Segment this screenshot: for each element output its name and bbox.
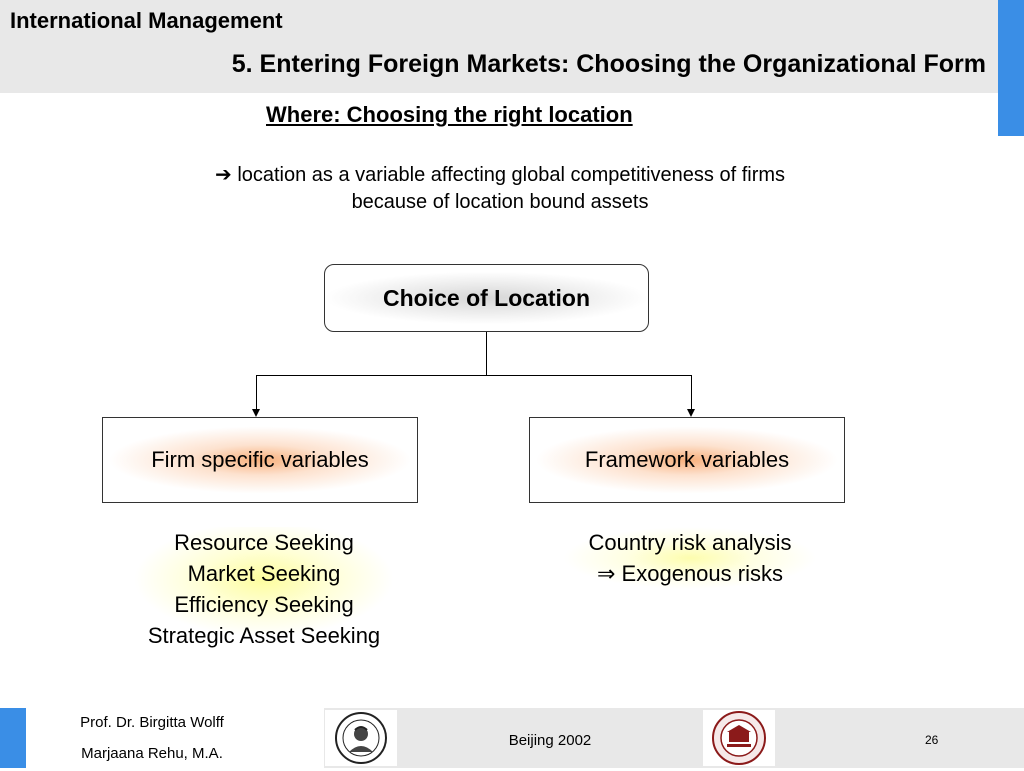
arrow-down-icon-left bbox=[252, 409, 260, 417]
slide-title: 5. Entering Foreign Markets: Choosing th… bbox=[231, 50, 986, 78]
firm-specific-label: Firm specific variables bbox=[151, 447, 369, 472]
accent-bar-right bbox=[998, 0, 1024, 136]
section-subtitle: Where: Choosing the right location bbox=[266, 102, 633, 127]
footer-author-panel bbox=[26, 708, 324, 768]
list-item: Strategic Asset Seeking bbox=[147, 623, 381, 648]
course-title: International Management bbox=[10, 8, 283, 33]
footer-venue: Beijing 2002 bbox=[508, 732, 592, 749]
footer-author-2: Marjaana Rehu, M.A. bbox=[81, 745, 223, 762]
header-bar bbox=[0, 0, 998, 93]
diagram-node-framework: Framework variables bbox=[529, 417, 845, 503]
page-number: 26 bbox=[925, 733, 939, 747]
arrow-down-icon-right bbox=[687, 409, 695, 417]
connector-right-drop bbox=[691, 375, 692, 410]
connector-trunk bbox=[486, 332, 487, 375]
list-item: Country risk analysis bbox=[588, 530, 792, 555]
intro-line-1: ➔ location as a variable affecting globa… bbox=[150, 162, 850, 189]
diagram-root-node: Choice of Location bbox=[324, 264, 649, 332]
footer-accent-bar bbox=[0, 708, 26, 768]
diagram-node-firm-specific: Firm specific variables bbox=[102, 417, 418, 503]
arrow-right-icon: ➔ bbox=[214, 164, 232, 186]
connector-horizontal bbox=[256, 375, 692, 376]
firm-specific-list: Resource Seeking Market Seeking Efficien… bbox=[110, 527, 418, 651]
footer-author-1: Prof. Dr. Birgitta Wolff bbox=[80, 714, 224, 731]
list-item: Efficiency Seeking bbox=[174, 592, 354, 617]
list-item: Market Seeking bbox=[187, 561, 341, 586]
framework-list: Country risk analysis ⇒ Exogenous risks bbox=[540, 527, 840, 589]
university-seal-logo-left bbox=[325, 710, 397, 766]
list-item: ⇒ Exogenous risks bbox=[597, 561, 783, 586]
connector-left-drop bbox=[256, 375, 257, 410]
intro-line-2: because of location bound assets bbox=[351, 191, 649, 213]
framework-label: Framework variables bbox=[584, 447, 790, 472]
list-item: Resource Seeking bbox=[174, 530, 354, 555]
root-node-label: Choice of Location bbox=[383, 284, 590, 311]
intro-text-1: location as a variable affecting global … bbox=[237, 164, 786, 186]
university-seal-logo-right bbox=[703, 710, 775, 766]
